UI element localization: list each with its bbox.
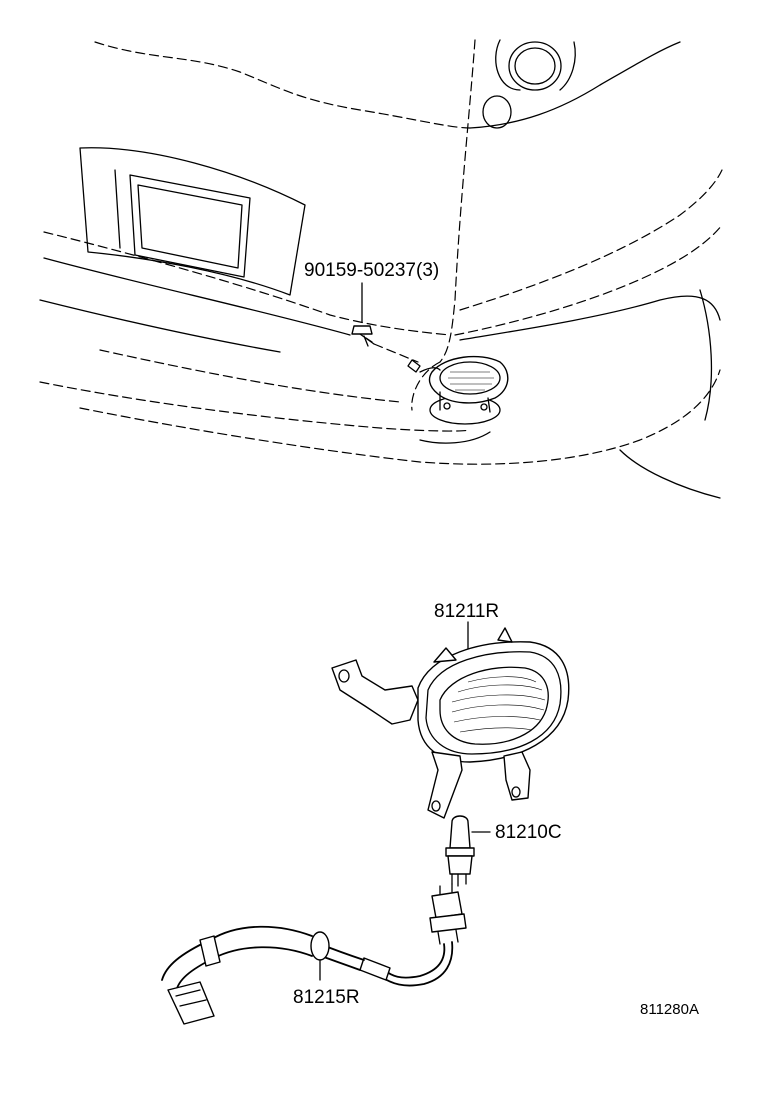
bolt-icon xyxy=(351,282,421,373)
callout-bulb-label: 81210C xyxy=(495,822,562,843)
fog-lamp-illustration xyxy=(331,621,570,819)
figure-id: 811280A xyxy=(640,1001,699,1018)
bumper-view xyxy=(39,39,723,499)
callout-socket-cord-label: 81215R xyxy=(293,987,360,1008)
callout-fog-lamp-label: 81211R xyxy=(434,601,499,622)
bulb-illustration xyxy=(445,815,491,887)
callout-bolt-label: 90159-50237(3) xyxy=(304,260,439,281)
socket-cord-illustration xyxy=(161,883,467,1025)
